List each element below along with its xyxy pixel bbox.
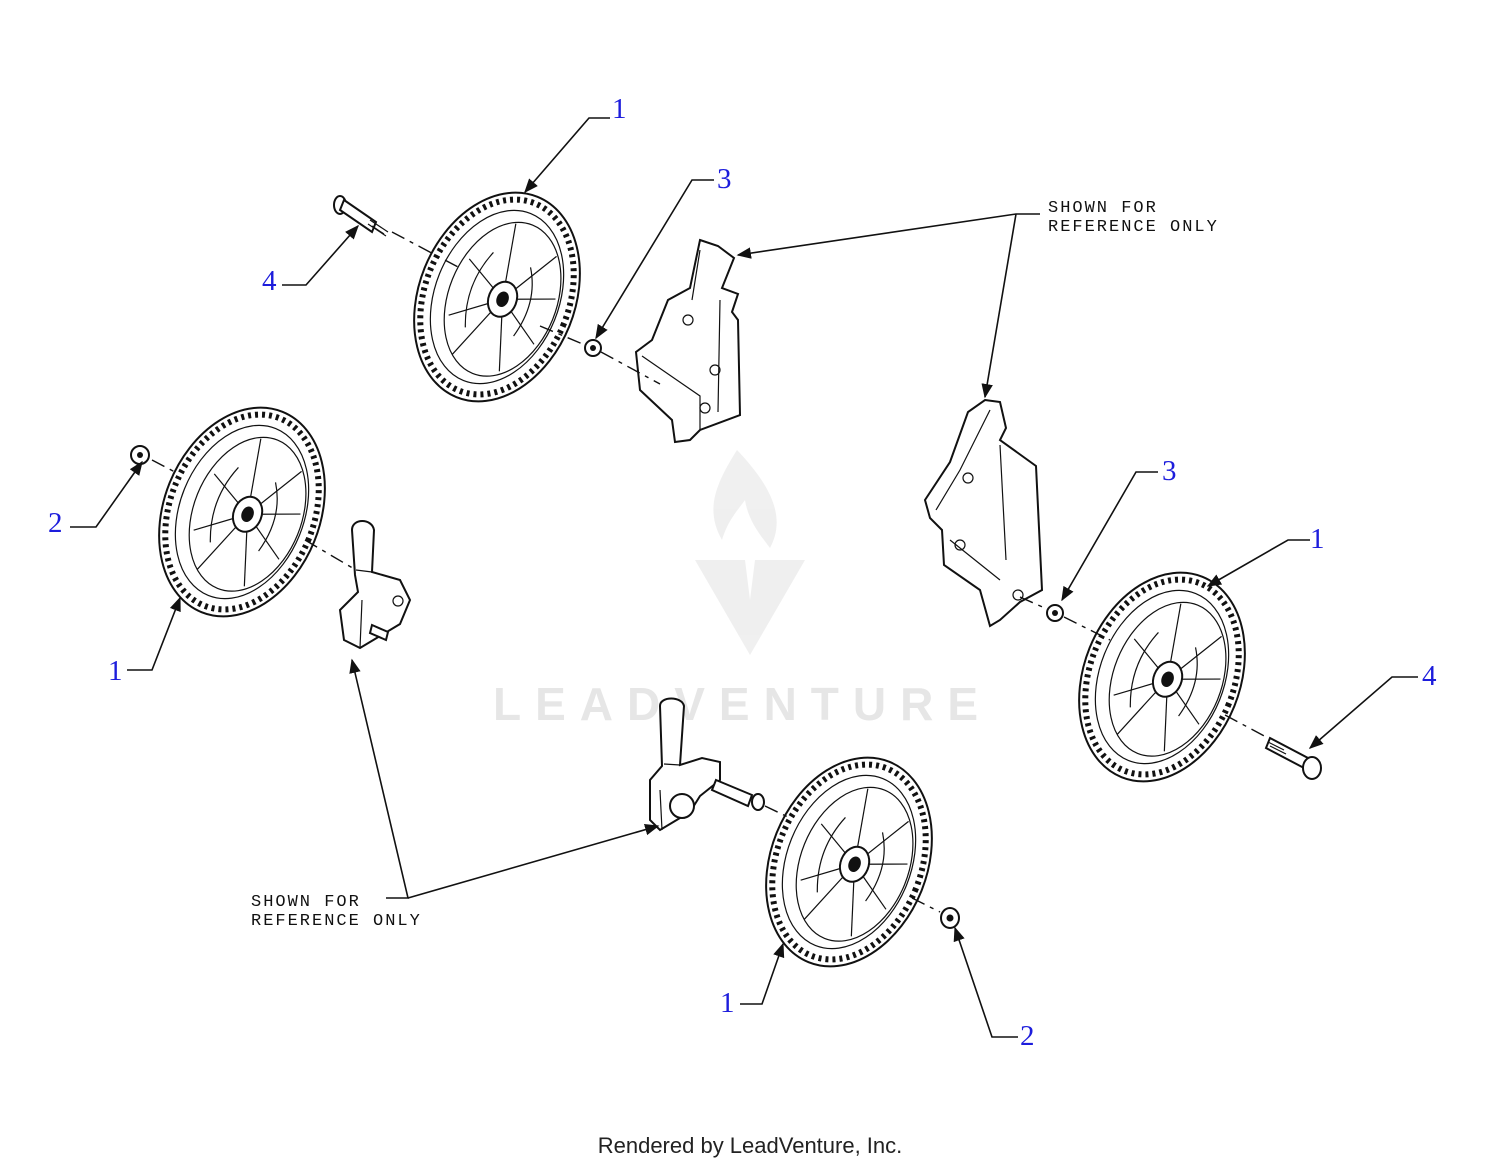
svg-text:4: 4 <box>262 265 277 297</box>
svg-text:3: 3 <box>1162 455 1177 487</box>
right-bracket <box>923 398 1044 628</box>
right-axis-line <box>1019 596 1269 739</box>
svg-text:2: 2 <box>48 507 63 539</box>
bottom-axis-line <box>764 805 941 913</box>
callout-top-bolt: 4 <box>262 224 359 297</box>
note-bottom-reference: SHOWN FOR REFERENCE ONLY <box>251 658 660 931</box>
bottom-wheel <box>736 733 962 992</box>
left-bracket <box>338 520 412 650</box>
watermark-logo <box>695 450 805 655</box>
callout-right-bolt: 4 <box>1308 660 1437 749</box>
top-washer <box>584 339 602 357</box>
top-bracket <box>634 238 742 444</box>
svg-text:1: 1 <box>1310 523 1325 555</box>
callout-left-nut: 2 <box>48 460 143 539</box>
svg-text:1: 1 <box>720 987 735 1019</box>
svg-text:REFERENCE ONLY: REFERENCE ONLY <box>1048 218 1219 237</box>
left-nut <box>130 445 150 465</box>
callout-left-wheel: 1 <box>108 596 181 687</box>
left-axis-line <box>151 459 357 571</box>
right-wheel <box>1049 548 1275 807</box>
left-wheel <box>129 383 355 642</box>
callout-right-wheel: 1 <box>1206 523 1325 587</box>
bottom-bracket <box>649 697 765 832</box>
svg-text:1: 1 <box>108 655 123 687</box>
right-bolt <box>1264 736 1322 780</box>
callout-top-wheel: 1 <box>524 93 627 194</box>
svg-text:3: 3 <box>717 163 732 195</box>
right-washer <box>1046 604 1064 622</box>
svg-text:SHOWN FOR: SHOWN FOR <box>1048 199 1158 218</box>
svg-text:2: 2 <box>1020 1020 1035 1052</box>
watermark-text: LEADVENTURE <box>493 678 992 730</box>
top-axis-line <box>391 231 661 385</box>
note-top-reference: SHOWN FOR REFERENCE ONLY <box>736 199 1219 399</box>
bottom-nut <box>940 907 960 929</box>
top-wheel <box>384 168 610 427</box>
callout-bottom-wheel: 1 <box>720 942 785 1019</box>
svg-text:4: 4 <box>1422 660 1437 692</box>
callout-top-washer: 3 <box>595 163 732 340</box>
top-bolt <box>333 195 389 237</box>
callout-bottom-nut: 2 <box>953 926 1035 1052</box>
svg-text:SHOWN FOR: SHOWN FOR <box>251 893 361 912</box>
svg-text:REFERENCE ONLY: REFERENCE ONLY <box>251 912 422 931</box>
footer-credit: Rendered by LeadVenture, Inc. <box>597 1133 903 1158</box>
svg-text:1: 1 <box>612 93 627 125</box>
callout-right-washer: 3 <box>1061 455 1177 602</box>
